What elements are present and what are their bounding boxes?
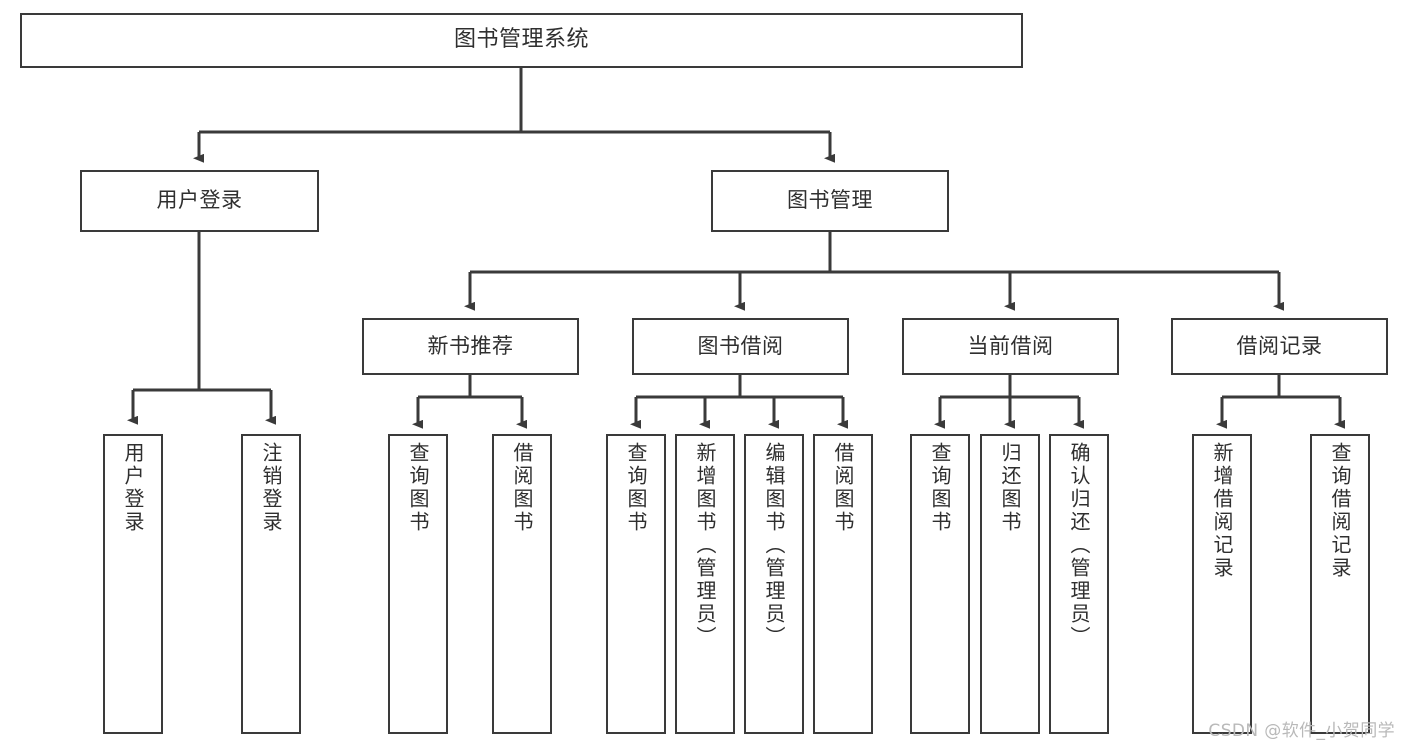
node-current-borrow-label: 当前借阅 xyxy=(967,333,1054,358)
node-leaf-edit-book[interactable]: 编辑图书（管理员） xyxy=(744,434,804,734)
node-leaf-add-record[interactable]: 新增借阅记录 xyxy=(1192,434,1252,734)
node-leaf-confirm-return[interactable]: 确认归还（管理员） xyxy=(1049,434,1109,734)
node-current-borrow[interactable]: 当前借阅 xyxy=(902,318,1119,375)
node-leaf-borrow-book-1[interactable]: 借阅图书 xyxy=(492,434,552,734)
node-book-management-label: 图书管理 xyxy=(787,188,873,213)
node-leaf-add-book[interactable]: 新增图书（管理员） xyxy=(675,434,735,734)
node-root[interactable]: 图书管理系统 xyxy=(20,13,1023,68)
node-root-label: 图书管理系统 xyxy=(453,27,589,53)
node-leaf-query-book-1[interactable]: 查询图书 xyxy=(388,434,448,734)
node-leaf-borrow-book-2-label: 借阅图书 xyxy=(831,442,855,534)
node-leaf-user-login-label: 用户登录 xyxy=(121,442,145,534)
node-leaf-query-book-2[interactable]: 查询图书 xyxy=(606,434,666,734)
node-new-book-recommend[interactable]: 新书推荐 xyxy=(362,318,579,375)
node-leaf-borrow-book-2[interactable]: 借阅图书 xyxy=(813,434,873,734)
node-book-borrow[interactable]: 图书借阅 xyxy=(632,318,849,375)
node-leaf-user-logout-label: 注销登录 xyxy=(259,442,283,534)
node-leaf-query-book-3-label: 查询图书 xyxy=(928,442,952,534)
node-leaf-return-book-label: 归还图书 xyxy=(998,442,1022,534)
node-leaf-user-login[interactable]: 用户登录 xyxy=(103,434,163,734)
node-book-borrow-label: 图书借阅 xyxy=(697,333,784,358)
node-new-book-recommend-label: 新书推荐 xyxy=(427,333,514,358)
node-user-login-label: 用户登录 xyxy=(156,188,243,213)
node-leaf-return-book[interactable]: 归还图书 xyxy=(980,434,1040,734)
node-leaf-user-logout[interactable]: 注销登录 xyxy=(241,434,301,734)
node-leaf-add-book-label: 新增图书（管理员） xyxy=(693,442,717,649)
node-leaf-query-book-1-label: 查询图书 xyxy=(406,442,430,534)
watermark-text: CSDN @软件_小贺同学 xyxy=(1208,721,1395,741)
node-leaf-query-record-label: 查询借阅记录 xyxy=(1328,442,1352,580)
node-book-management[interactable]: 图书管理 xyxy=(711,170,949,232)
node-user-login[interactable]: 用户登录 xyxy=(80,170,319,232)
node-leaf-edit-book-label: 编辑图书（管理员） xyxy=(762,442,786,649)
node-leaf-query-record[interactable]: 查询借阅记录 xyxy=(1310,434,1370,734)
node-leaf-borrow-book-1-label: 借阅图书 xyxy=(510,442,534,534)
node-borrow-record[interactable]: 借阅记录 xyxy=(1171,318,1388,375)
node-leaf-add-record-label: 新增借阅记录 xyxy=(1210,442,1234,580)
node-leaf-query-book-2-label: 查询图书 xyxy=(624,442,648,534)
node-leaf-confirm-return-label: 确认归还（管理员） xyxy=(1067,442,1091,649)
node-borrow-record-label: 借阅记录 xyxy=(1236,333,1323,358)
node-leaf-query-book-3[interactable]: 查询图书 xyxy=(910,434,970,734)
